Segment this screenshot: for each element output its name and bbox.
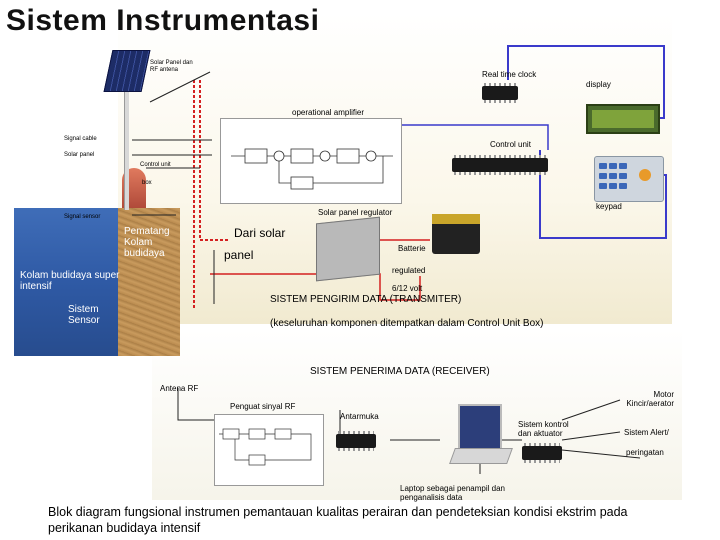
- wire-display-blue: [507, 45, 665, 119]
- label-laptop: Laptop sebagai penampil dan penganalisis…: [400, 484, 505, 502]
- wire-receiver: [177, 388, 641, 474]
- label-receiver: SISTEM PENERIMA DATA (RECEIVER): [310, 366, 490, 377]
- label-box: box: [142, 180, 152, 186]
- pond-water: [14, 208, 122, 356]
- label-volt: 6/12 volt: [392, 284, 423, 293]
- pond-embankment: [118, 208, 180, 356]
- label-op-amp: operational amplifier: [292, 108, 365, 117]
- laptop-icon: [458, 404, 502, 450]
- interface-chip-icon: [336, 431, 376, 451]
- label-antena-rf: Antena RF: [160, 384, 199, 393]
- control-unit-chip-icon: [452, 155, 548, 175]
- label-transmitter-note: (keseluruhan komponen ditempatkan dalam …: [270, 318, 544, 329]
- regulator-icon: [316, 216, 380, 282]
- label-keypad: keypad: [596, 202, 622, 211]
- wire-solar-red-2: [199, 80, 230, 241]
- label-panel: panel: [224, 248, 254, 262]
- label-regulated: regulated: [392, 266, 426, 275]
- actuator-chip-icon: [522, 443, 562, 463]
- battery-icon: [432, 214, 480, 254]
- figure-caption: Blok diagram fungsional instrumen pemant…: [48, 505, 628, 535]
- label-rtc: Real time clock: [482, 70, 537, 79]
- label-solar-panel: Solar panel: [64, 152, 95, 158]
- label-display: display: [586, 80, 611, 89]
- wire-keypad-blue: [539, 150, 667, 239]
- label-transmitter: SISTEM PENGIRIM DATA (TRANSMITER): [270, 294, 462, 305]
- label-motor: Motor Kincir/aerator: [626, 390, 674, 408]
- label-signal-sensor: Signal sensor: [64, 214, 101, 220]
- label-signal-cable: Signal cable: [64, 136, 97, 142]
- label-alert: Sistem Alert/: [624, 428, 669, 437]
- rf-block-diagram: [214, 414, 324, 486]
- page-title: Sistem Instrumentasi: [6, 4, 320, 37]
- keypad-icon: [594, 156, 664, 202]
- panel-pole: [124, 84, 129, 210]
- wire-rf: [149, 71, 211, 103]
- label-control-unit-small: Control unit: [140, 162, 171, 168]
- lcd-display-icon: [586, 104, 660, 134]
- laptop-base: [449, 448, 513, 464]
- label-dari-solar: Dari solar: [234, 226, 286, 240]
- rtc-chip-icon: [482, 83, 518, 103]
- label-control-unit: Control unit: [490, 140, 531, 149]
- label-batterie: Batterie: [398, 244, 426, 253]
- label-sistem-kontrol: Sistem kontrol dan aktuator: [518, 420, 569, 438]
- label-solar-rf: Solar Panel dan RF antena: [150, 60, 193, 73]
- label-regulator: Solar panel regulator: [318, 208, 393, 217]
- label-antarmuka: Antarmuka: [340, 412, 379, 421]
- label-penguat: Penguat sinyal RF: [230, 402, 296, 411]
- label-sistem-sensor: Sistem Sensor: [68, 304, 100, 326]
- label-kolam: Kolam budidaya super intensif: [20, 270, 120, 292]
- label-peringatan: peringatan: [626, 448, 664, 457]
- label-pematang: Pematang Kolam budidaya: [124, 226, 170, 259]
- control-block-diagram: [220, 118, 402, 204]
- wire-signal: [132, 139, 212, 216]
